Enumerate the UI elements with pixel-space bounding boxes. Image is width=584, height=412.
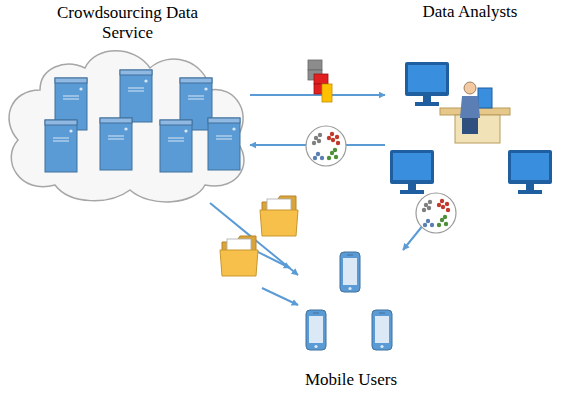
node-label: Data Analysts: [390, 2, 550, 22]
cloud-service-node: Crowdsourcing Data Service: [5, 3, 250, 203]
mobile-users-node: Mobile Users: [295, 250, 413, 390]
analysts-node: Data Analysts: [385, 2, 555, 198]
node-label: Crowdsourcing Data Service: [53, 3, 203, 43]
node-label: Mobile Users: [295, 370, 407, 390]
